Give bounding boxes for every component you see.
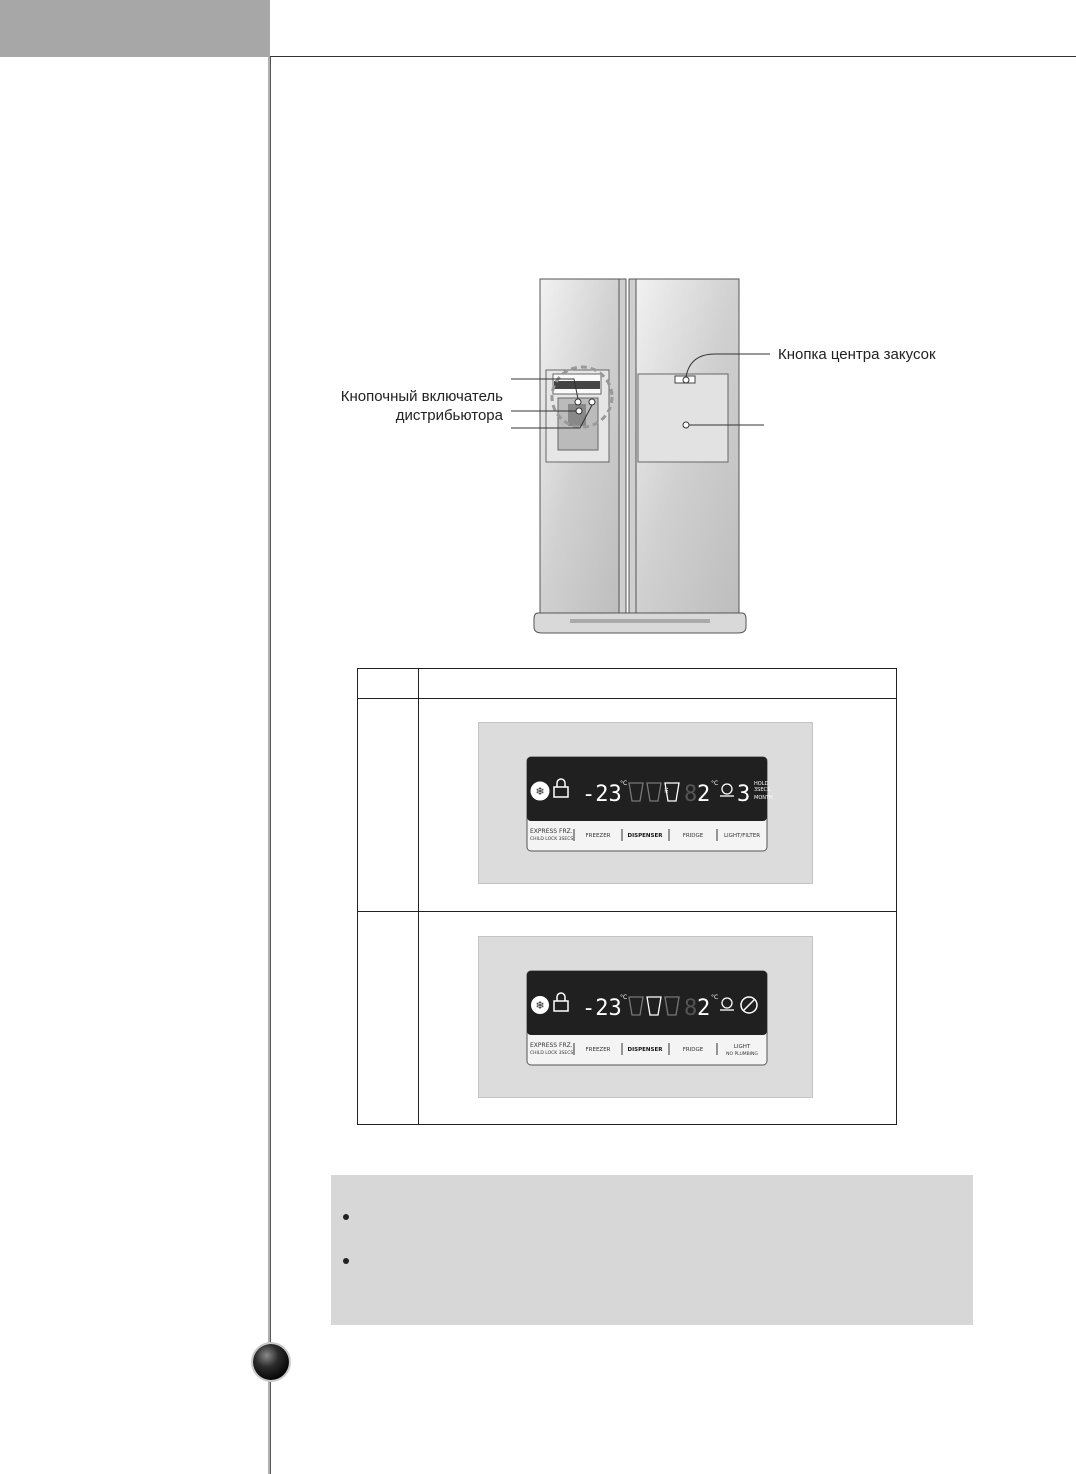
snack-center-door (637, 373, 729, 463)
note-bullet-2 (343, 1258, 349, 1264)
svg-text:❄: ❄ (535, 999, 544, 1012)
page-number-ball (253, 1344, 289, 1380)
table-header-separator (358, 698, 896, 699)
freezer-temp-display: -23 (582, 996, 622, 1021)
control-panel-model-2: ❄ -23 °C 8 2 °C EXPRESS FRZ. CHILD LOCK … (478, 936, 813, 1098)
svg-text:8: 8 (684, 782, 697, 807)
header-rule (270, 56, 1076, 57)
express-frz-button: EXPRESS FRZ. (530, 828, 573, 835)
dispenser-switch-callout: Кнопочный включатель дистрибьютора (305, 387, 503, 425)
lcd-panel-2-drawing: ❄ -23 °C 8 2 °C EXPRESS FRZ. CHILD LOCK … (526, 970, 768, 1066)
svg-text:❄: ❄ (535, 785, 544, 798)
filter-months-display: 3 (737, 782, 750, 807)
note-box (331, 1175, 973, 1325)
fridge-handle (628, 278, 637, 616)
margin-rule (268, 57, 270, 1474)
fridge-temp-display: 2 (697, 782, 710, 807)
dispenser-highlight-circle (550, 365, 614, 429)
filter-unit-hold: HOLD (754, 781, 768, 787)
freezer-button: FREEZER (586, 1047, 611, 1053)
filter-unit-month: MONTH (754, 795, 773, 801)
freezer-button: FREEZER (586, 833, 611, 839)
fridge-drawing (511, 278, 770, 634)
dispenser-button: DISPENSER (628, 833, 664, 839)
table-column-separator (418, 669, 419, 1124)
header-tab-block (0, 0, 270, 57)
lcd-panel-1-drawing: ❄ -23 °C ⁝⁝ 8 2 °C 3 HOLD 3SECS MONTH EX… (526, 756, 773, 852)
fridge-temp-display: 2 (697, 996, 710, 1021)
dispenser-button: DISPENSER (628, 1047, 664, 1053)
express-frz-button: EXPRESS FRZ. (530, 1042, 573, 1049)
table-row-separator (358, 911, 896, 912)
note-bullet-1 (343, 1214, 349, 1220)
no-plumbing-label: NO PLUMBING (726, 1051, 758, 1057)
svg-text:°C: °C (711, 994, 718, 1001)
light-filter-button: LIGHT/FILTER (724, 833, 760, 839)
fridge-button: FRIDGE (683, 833, 704, 839)
svg-text:⁝⁝: ⁝⁝ (664, 787, 668, 795)
dispenser-switch-line2: дистрибьютора (395, 407, 503, 424)
fridge-illustration (330, 270, 970, 640)
dispenser-switch-line1: Кнопочный включатель (340, 388, 503, 405)
fridge-button: FRIDGE (683, 1047, 704, 1053)
light-button: LIGHT (734, 1044, 751, 1050)
svg-text:°C: °C (620, 994, 627, 1001)
child-lock-label: CHILD LOCK 3SECS (530, 1050, 573, 1056)
child-lock-label: CHILD LOCK 3SECS (530, 836, 573, 842)
svg-text:°C: °C (711, 780, 718, 787)
margin-rule-inner (270, 57, 271, 1474)
control-panel-table (357, 668, 897, 1125)
snack-center-callout: Кнопка центра закусок (778, 346, 936, 363)
control-panel-model-1: ❄ -23 °C ⁝⁝ 8 2 °C 3 HOLD 3SECS MONTH EX… (478, 722, 813, 884)
freezer-handle (618, 278, 627, 616)
freezer-temp-display: -23 (582, 782, 622, 807)
svg-text:8: 8 (684, 996, 697, 1021)
svg-text:°C: °C (620, 780, 627, 787)
filter-unit-3secs: 3SECS (754, 787, 770, 793)
